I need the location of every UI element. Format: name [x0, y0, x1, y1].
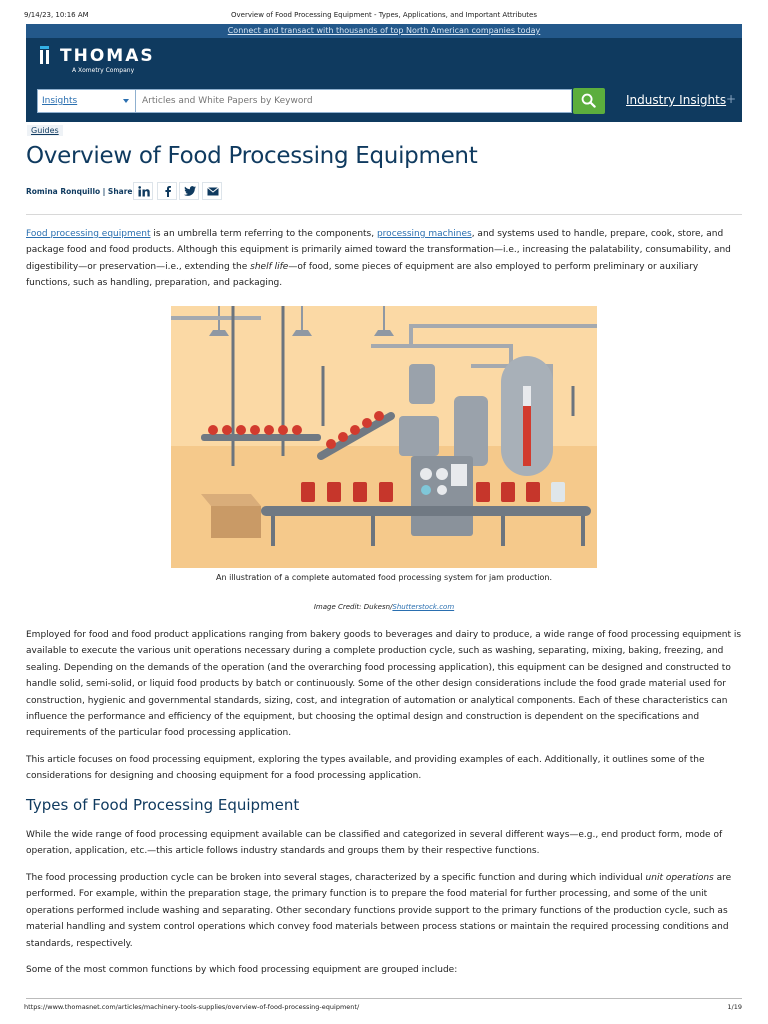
- byline: Romina Ronquillo | Share:: [26, 187, 136, 196]
- announcement-link[interactable]: Connect and transact with thousands of t…: [227, 26, 541, 35]
- paragraph-5: The food processing production cycle can…: [26, 873, 732, 949]
- thomas-logo-icon[interactable]: [37, 46, 53, 66]
- chevron-down-icon: [123, 99, 129, 103]
- print-page-number: 1/19: [727, 1003, 742, 1011]
- section-heading: Types of Food Processing Equipment: [26, 796, 300, 814]
- brand-subtitle: A Xometry Company: [72, 67, 135, 74]
- share-twitter-button[interactable]: [179, 182, 199, 200]
- food-processing-equipment-link[interactable]: Food processing equipment: [26, 229, 151, 239]
- print-title: Overview of Food Processing Equipment - …: [230, 11, 537, 19]
- search-icon: [581, 93, 596, 108]
- paragraph-6: Some of the most common functions by whi…: [26, 965, 458, 975]
- announcement-bar[interactable]: Connect and transact with thousands of t…: [26, 24, 742, 38]
- page-title: Overview of Food Processing Equipment: [26, 143, 478, 169]
- author-link[interactable]: Romina Ronquillo: [26, 187, 101, 196]
- share-linkedin-button[interactable]: [133, 182, 153, 200]
- footer-divider: [26, 998, 742, 999]
- print-datetime: 9/14/23, 10:16 AM: [24, 11, 89, 19]
- divider: [26, 214, 742, 215]
- twitter-icon: [184, 186, 196, 196]
- print-header: 9/14/23, 10:16 AM Overview of Food Proce…: [0, 0, 768, 24]
- email-icon: [207, 187, 219, 196]
- share-email-button[interactable]: [202, 182, 222, 200]
- guides-tag[interactable]: Guides: [27, 125, 63, 136]
- paragraph-3: This article focuses on food processing …: [26, 755, 705, 782]
- search-bar: Insights Industry Insights +: [26, 82, 742, 122]
- intro-paragraph: Food processing equipment is an umbrella…: [26, 229, 731, 289]
- share-label: | Share:: [102, 187, 136, 196]
- facebook-icon: [165, 186, 171, 197]
- industry-insights-link[interactable]: Industry Insights: [626, 93, 727, 107]
- paragraph-2: Employed for food and food product appli…: [26, 630, 742, 739]
- processing-machines-link[interactable]: processing machines: [376, 229, 472, 239]
- linkedin-icon: [138, 186, 150, 197]
- brand-name[interactable]: THOMAS: [60, 46, 155, 66]
- shutterstock-link[interactable]: Shutterstock.com: [392, 603, 455, 611]
- print-url: https://www.thomasnet.com/articles/machi…: [24, 1003, 360, 1011]
- category-select[interactable]: Insights: [37, 89, 136, 113]
- share-facebook-button[interactable]: [157, 182, 177, 200]
- search-input[interactable]: [136, 89, 572, 113]
- brand-bar: THOMAS A Xometry Company: [26, 38, 742, 82]
- jam-production-illustration: [171, 306, 597, 568]
- category-select-value: Insights: [42, 96, 78, 106]
- expand-plus-icon[interactable]: +: [726, 92, 737, 106]
- figure-caption: An illustration of a complete automated …: [215, 573, 553, 582]
- image-credit: Image Credit: Dukesn/Shutterstock.com: [313, 603, 455, 611]
- search-button[interactable]: [573, 88, 605, 114]
- paragraph-4: While the wide range of food processing …: [26, 830, 723, 857]
